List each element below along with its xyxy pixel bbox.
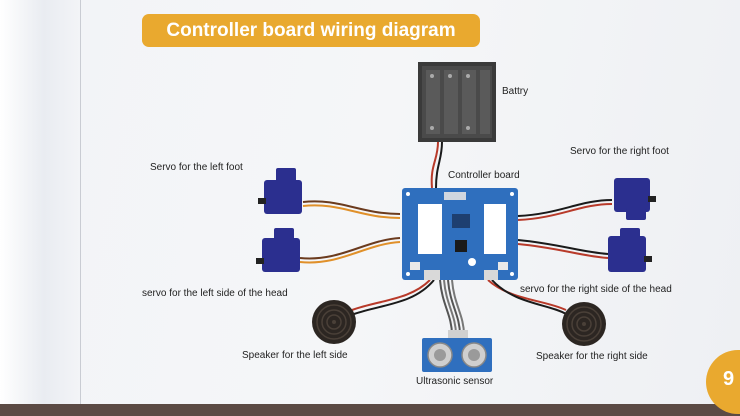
wire-speaker-right [487, 279, 567, 315]
wire-battery [430, 141, 443, 189]
servo-right-foot [614, 178, 656, 220]
servo-right-head [608, 228, 652, 272]
speaker-left-label: Speaker for the left side [242, 350, 348, 361]
wire-servo-left-foot [302, 200, 401, 219]
servo-right-head-label: servo for the right side of the head [520, 284, 672, 295]
page-edge [0, 404, 740, 416]
battery-label: Battry [502, 86, 529, 97]
servo-left-foot [258, 168, 302, 214]
speaker-left [312, 300, 356, 344]
book-gutter [0, 0, 81, 410]
page-title: Controller board wiring diagram [142, 14, 480, 47]
speaker-right [562, 302, 606, 346]
servo-right-foot-label: Servo for the right foot [570, 146, 669, 157]
speaker-right-label: Speaker for the right side [536, 351, 648, 362]
ultrasonic-sensor [422, 330, 492, 372]
servo-left-head-label: servo for the left side of the head [142, 288, 288, 299]
battery [418, 62, 496, 142]
wire-speaker-left [351, 279, 435, 315]
controller-board-label: Controller board [448, 170, 520, 181]
wire-servo-right-head [517, 239, 609, 259]
servo-left-head [256, 228, 300, 272]
wire-servo-left-head [299, 237, 401, 264]
wire-servo-right-foot [517, 199, 613, 221]
servo-left-foot-label: Servo for the left foot [150, 162, 243, 173]
ultrasonic-sensor-label: Ultrasonic sensor [416, 376, 494, 387]
wire-ultrasonic [439, 279, 465, 336]
controller-board [402, 188, 518, 280]
